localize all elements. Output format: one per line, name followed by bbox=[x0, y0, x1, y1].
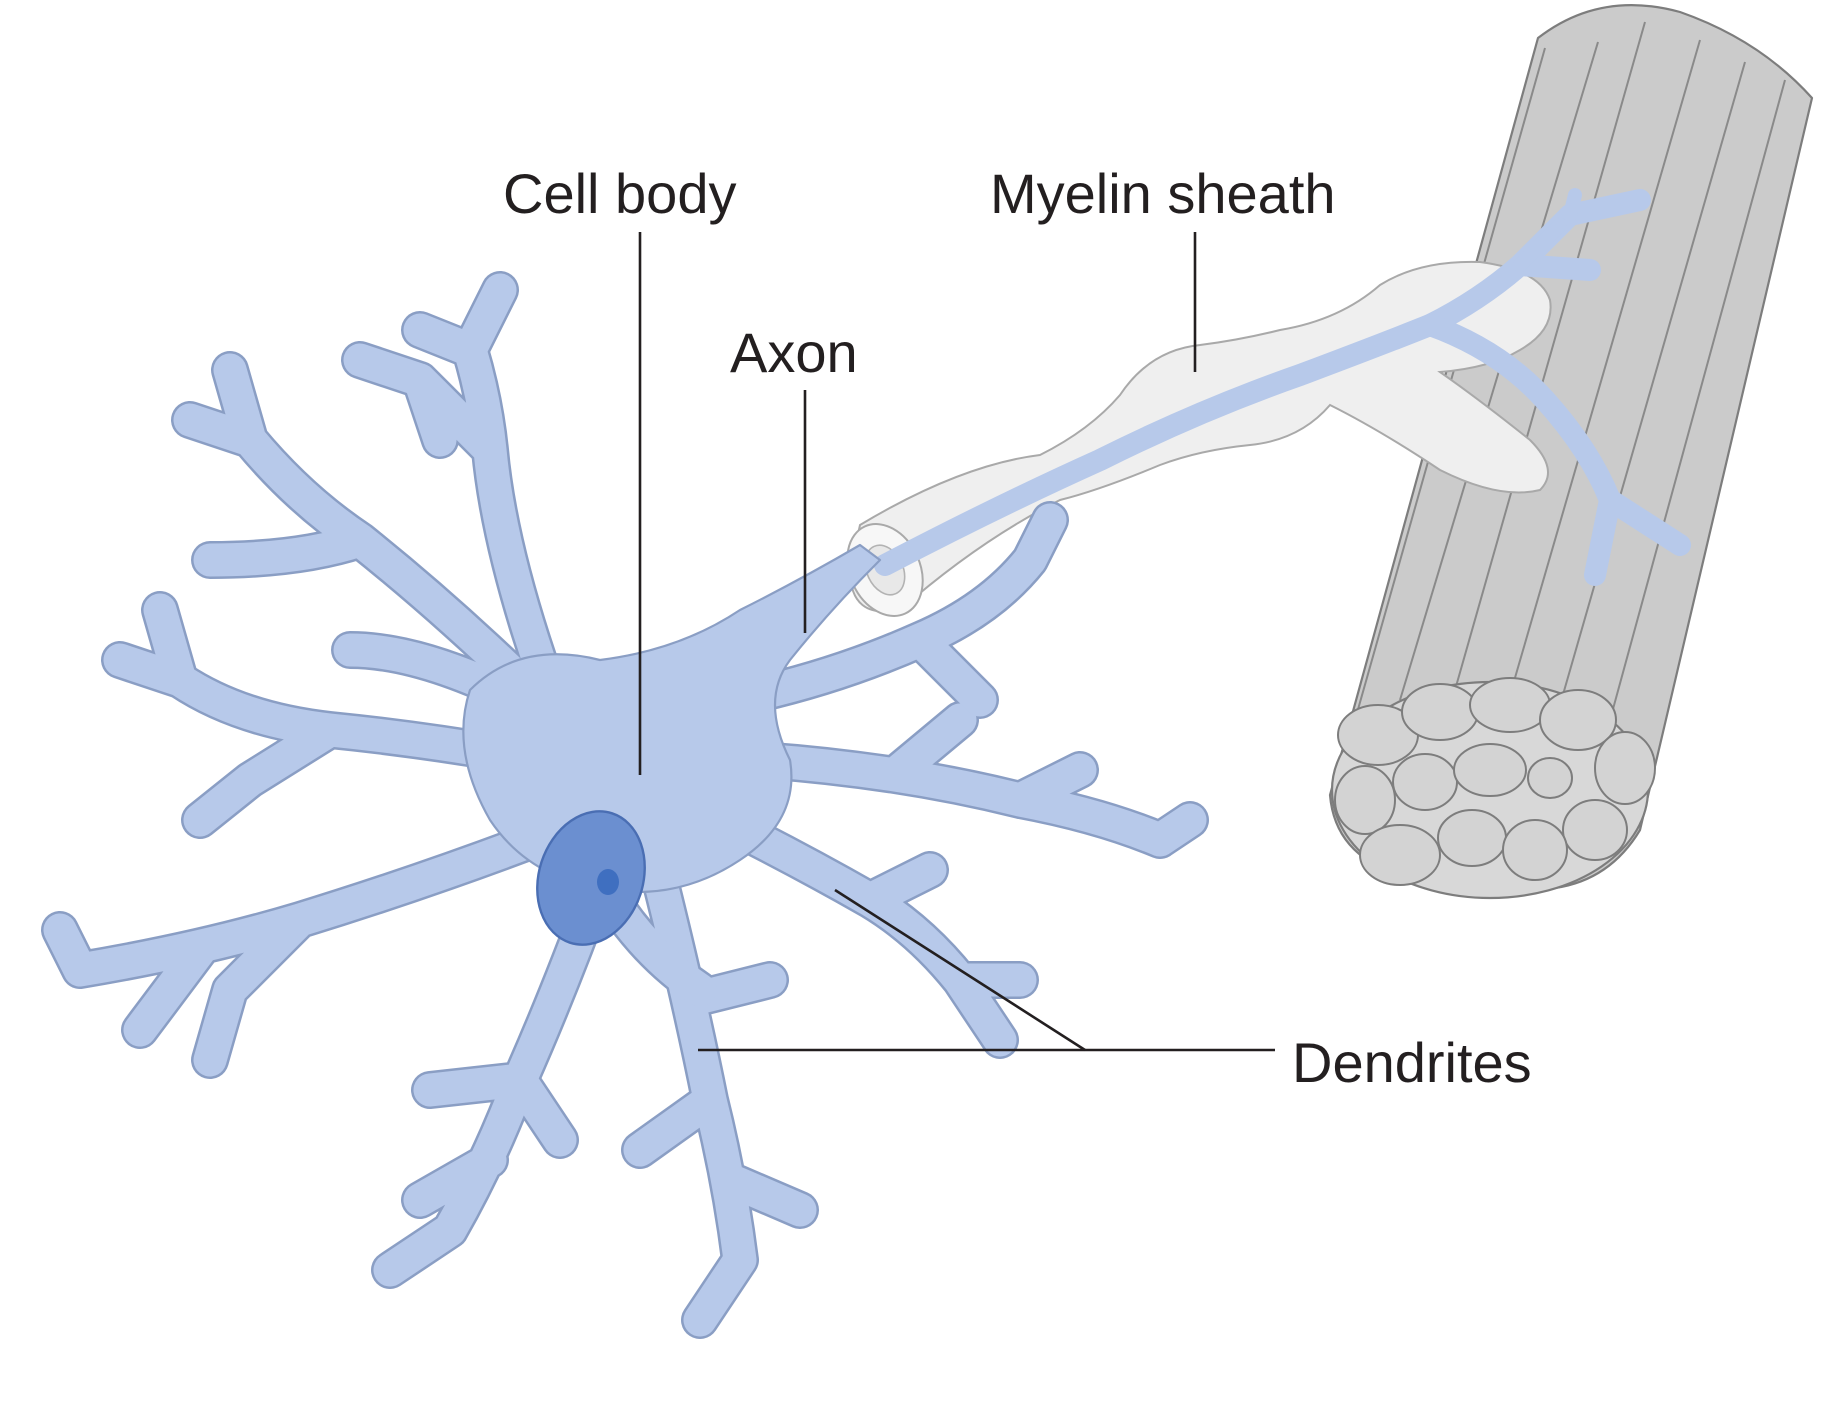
dendrites-label: Dendrites bbox=[1292, 1035, 1532, 1091]
nucleolus bbox=[597, 869, 619, 895]
muscle-fiber-bundle bbox=[1330, 5, 1812, 898]
dendrites-leader-diagonal bbox=[835, 890, 1085, 1050]
myelin-sheath-label: Myelin sheath bbox=[990, 166, 1336, 222]
neuron-cell bbox=[60, 290, 1190, 1320]
axon-label: Axon bbox=[730, 325, 858, 381]
cell-body-label: Cell body bbox=[503, 166, 736, 222]
